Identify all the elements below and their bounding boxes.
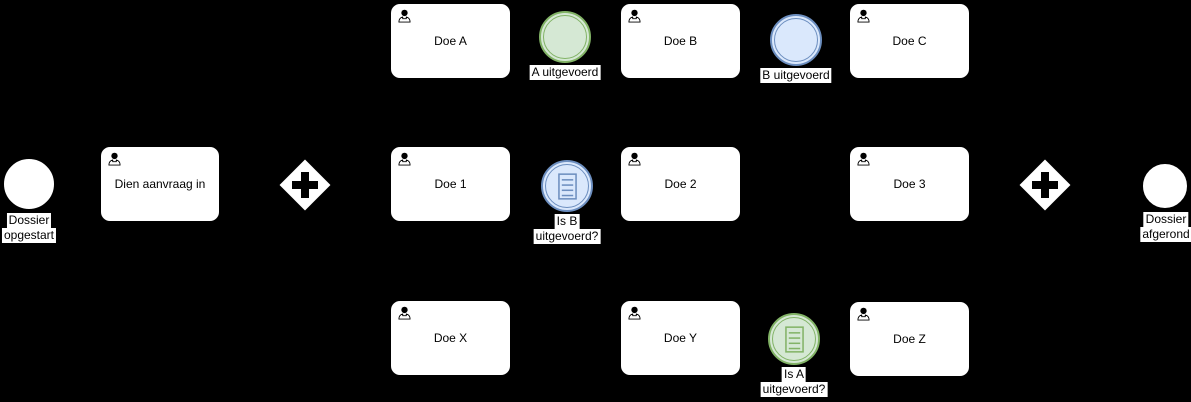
end-event-label: Dossier afgerond [1140,212,1191,242]
task-doe-2: Doe 2 [620,146,741,222]
task-label: Doe Z [893,332,926,346]
label-line: Dossier [1143,212,1189,227]
user-icon [627,152,642,166]
label-line: Is A [781,367,806,382]
task-label: Doe X [433,331,468,345]
label-line: B uitgevoerd [760,68,832,83]
task-doe-a: Doe A [390,3,511,79]
task-doe-x: Doe X [390,300,511,376]
task-doe-z: Doe Z [849,301,970,377]
conditional-event-is-a-uitgevoerd [768,313,820,365]
label-line: Dossier [6,213,52,228]
event-label-is-a-uitgevoerd: Is A uitgevoerd? [760,367,828,397]
task-label: Doe 2 [664,177,697,191]
event-inner-ring [543,15,587,59]
conditional-list-icon [785,326,804,353]
task-doe-c: Doe C [849,3,970,79]
event-label-is-b-uitgevoerd: Is B uitgevoerd? [533,214,601,244]
plus-icon [301,172,309,198]
task-label: Doe C [892,34,927,48]
task-dien-aanvraag-in: Dien aanvraag in [100,146,220,222]
user-icon [856,9,871,23]
task-label: Doe 1 [434,177,467,191]
event-inner-ring [772,317,816,361]
user-icon [856,307,871,321]
parallel-gateway-split [279,159,331,211]
parallel-gateway-join [1019,159,1071,211]
task-label: Dien aanvraag in [114,177,206,191]
plus-icon [1041,172,1049,198]
start-event [2,157,56,211]
task-label: Doe B [663,34,698,48]
label-line: Is B [554,214,580,229]
user-icon [627,306,642,320]
user-icon [856,152,871,166]
label-line: opgestart [1,228,57,243]
task-doe-1: Doe 1 [390,146,511,222]
task-label: Doe A [434,34,467,48]
intermediate-event-b-uitgevoerd [770,14,822,66]
event-label-b-uitgevoerd: B uitgevoerd [760,68,832,83]
label-line: uitgevoerd? [533,229,601,244]
event-inner-ring [774,18,818,62]
end-event [1140,161,1190,211]
user-icon [397,9,412,23]
user-icon [397,306,412,320]
event-label-a-uitgevoerd: A uitgevoerd [529,65,601,80]
user-icon [107,152,122,166]
intermediate-event-a-uitgevoerd [539,11,591,63]
label-line: A uitgevoerd [529,65,601,80]
label-line: afgerond [1140,227,1191,242]
task-doe-b: Doe B [620,3,741,79]
user-icon [627,9,642,23]
conditional-event-is-b-uitgevoerd [541,160,593,212]
task-label: Doe 3 [893,177,926,191]
task-doe-3: Doe 3 [849,146,970,222]
task-label: Doe Y [663,331,698,345]
start-event-label: Dossier opgestart [1,213,57,243]
event-inner-ring [545,164,589,208]
conditional-list-icon [558,173,577,200]
task-doe-y: Doe Y [620,300,741,376]
user-icon [397,152,412,166]
label-line: uitgevoerd? [760,382,828,397]
